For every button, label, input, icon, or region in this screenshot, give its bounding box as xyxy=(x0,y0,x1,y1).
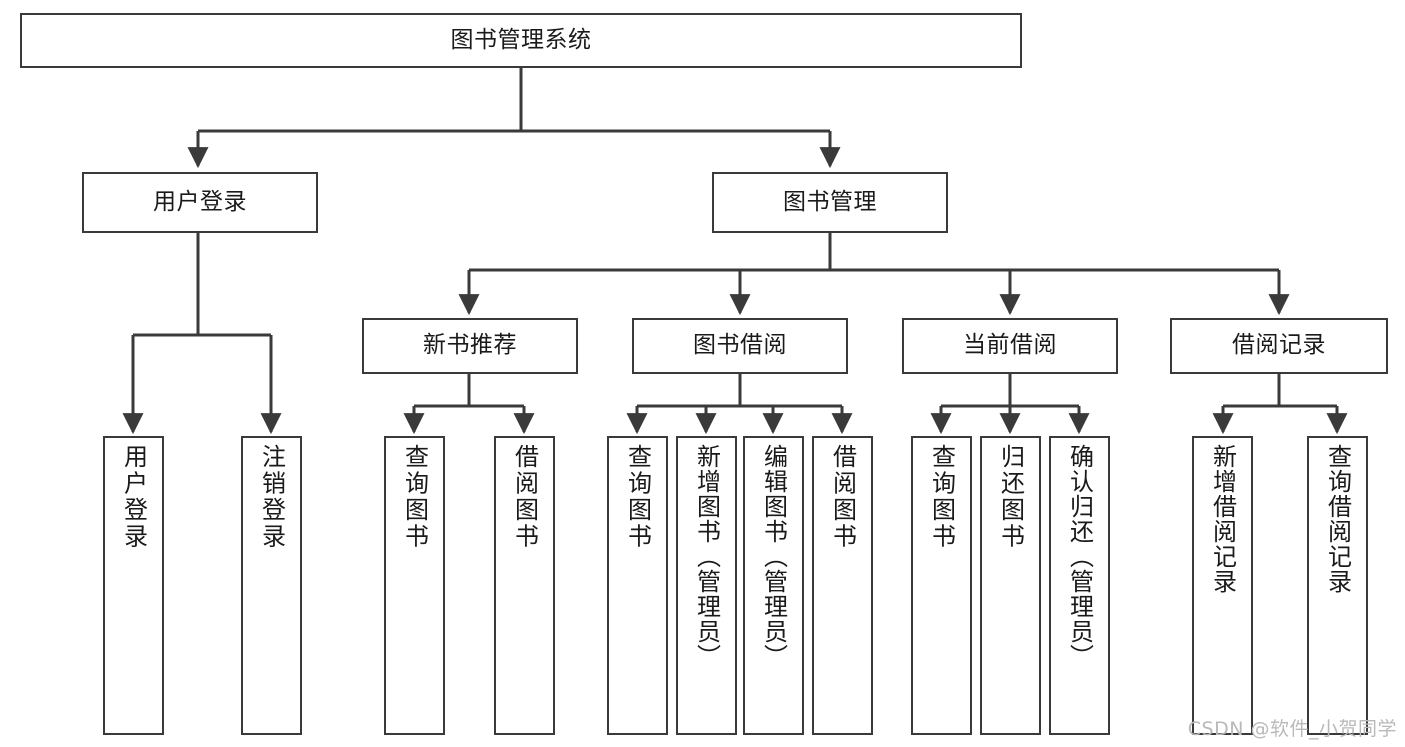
node-label: 当前借阅 xyxy=(963,332,1057,359)
leaf-user-login-login[interactable]: 用户登录 xyxy=(103,436,164,735)
node-label: 归还图书 xyxy=(996,444,1025,550)
leaf-borrow-query-book[interactable]: 查询图书 xyxy=(607,436,668,735)
leaf-borrow-edit-book-admin[interactable]: 编辑图书（管理员） xyxy=(743,436,804,735)
leaf-current-confirm-return-admin[interactable]: 确认归还（管理员） xyxy=(1049,436,1110,735)
node-label: 图书借阅 xyxy=(693,332,787,359)
node-label: 查询图书 xyxy=(623,444,652,550)
node-label: 借阅记录 xyxy=(1232,332,1326,359)
node-label: 借阅图书 xyxy=(510,444,539,550)
node-root-system[interactable]: 图书管理系统 xyxy=(20,13,1022,68)
node-label: 新增借阅记录 xyxy=(1208,444,1237,594)
node-borrow-record[interactable]: 借阅记录 xyxy=(1170,318,1388,374)
node-label: 查询图书 xyxy=(927,444,956,550)
leaf-newbook-query-book[interactable]: 查询图书 xyxy=(384,436,445,735)
node-label: 用户登录 xyxy=(119,444,148,550)
node-label: 新书推荐 xyxy=(423,332,517,359)
node-label: 图书管理系统 xyxy=(450,26,592,53)
leaf-borrow-borrow-book[interactable]: 借阅图书 xyxy=(812,436,873,735)
node-user-login[interactable]: 用户登录 xyxy=(82,172,318,233)
node-new-book-recommend[interactable]: 新书推荐 xyxy=(362,318,578,374)
node-label: 图书管理 xyxy=(783,188,877,215)
node-label: 查询图书 xyxy=(400,444,429,550)
node-label: 确认归还（管理员） xyxy=(1065,444,1094,669)
leaf-borrow-add-book-admin[interactable]: 新增图书（管理员） xyxy=(676,436,737,735)
node-label: 用户登录 xyxy=(153,188,247,215)
node-label: 借阅图书 xyxy=(828,444,857,550)
leaf-user-login-logout[interactable]: 注销登录 xyxy=(241,436,302,735)
node-label: 编辑图书（管理员） xyxy=(759,444,788,669)
node-book-borrow[interactable]: 图书借阅 xyxy=(632,318,848,374)
node-book-management[interactable]: 图书管理 xyxy=(712,172,948,233)
node-current-borrow[interactable]: 当前借阅 xyxy=(902,318,1118,374)
leaf-current-query-book[interactable]: 查询图书 xyxy=(911,436,972,735)
leaf-newbook-borrow-book[interactable]: 借阅图书 xyxy=(494,436,555,735)
node-label: 查询借阅记录 xyxy=(1323,444,1352,594)
leaf-record-query-record[interactable]: 查询借阅记录 xyxy=(1307,436,1368,735)
leaf-current-return-book[interactable]: 归还图书 xyxy=(980,436,1041,735)
leaf-record-add-record[interactable]: 新增借阅记录 xyxy=(1192,436,1253,735)
node-label: 新增图书（管理员） xyxy=(692,444,721,669)
node-label: 注销登录 xyxy=(257,444,286,550)
watermark-text: CSDN @软件_小贺同学 xyxy=(1187,718,1397,740)
